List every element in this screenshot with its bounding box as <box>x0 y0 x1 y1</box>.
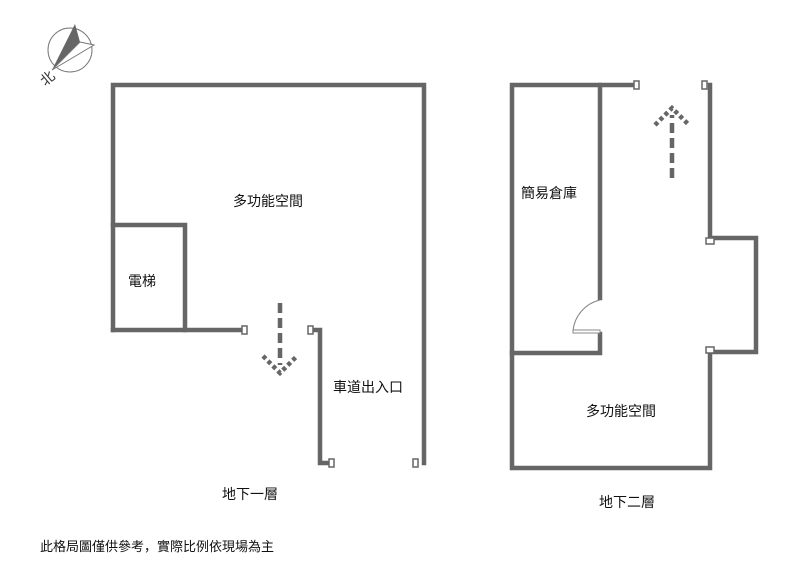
b2-multi-space-label: 多功能空間 <box>586 404 656 420</box>
svg-text:北: 北 <box>38 68 59 89</box>
compass-icon: 北 <box>38 24 96 90</box>
storage-label: 簡易倉庫 <box>521 186 577 202</box>
elevator-label: 電梯 <box>128 274 156 290</box>
b1-title: 地下一層 <box>222 487 278 503</box>
disclaimer-note: 此格局圖僅供參考，實際比例依現場為主 <box>40 540 275 555</box>
b2-title: 地下二層 <box>599 495 655 511</box>
ramp-label: 車道出入口 <box>333 380 403 396</box>
door-icon <box>572 329 601 334</box>
b1-walls <box>110 82 427 468</box>
b2-arrow-up-icon <box>653 104 691 178</box>
b1-multi-space-label: 多功能空間 <box>233 194 303 210</box>
b1-arrow-down-icon <box>261 303 299 377</box>
b2-walls <box>509 80 759 471</box>
